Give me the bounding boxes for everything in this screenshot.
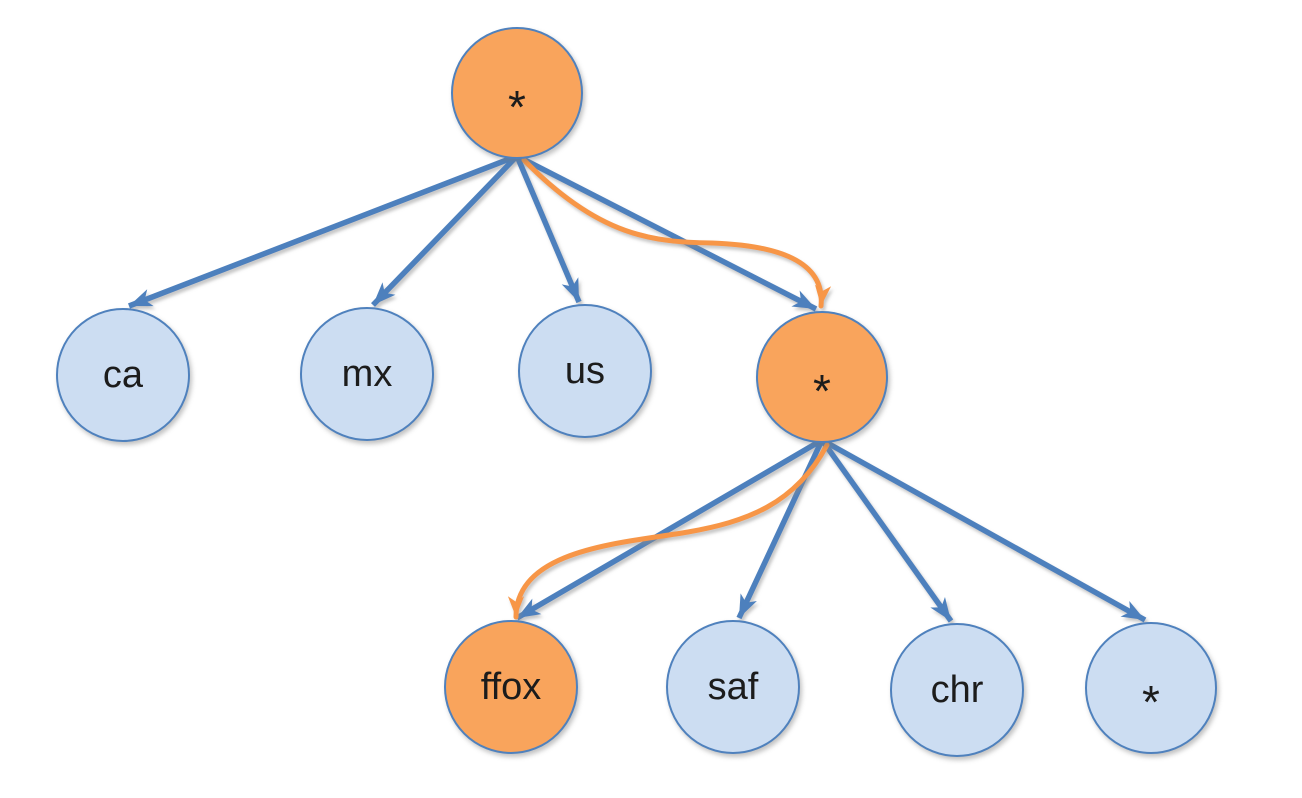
tree-edge-root-star2	[515, 153, 818, 312]
node-label-ffox: ffox	[480, 666, 542, 708]
tree-edge-root-mx	[371, 154, 519, 307]
tree-edge-star2-chr	[819, 438, 954, 623]
skip-edge-group	[507, 157, 832, 620]
node-us: us	[518, 304, 652, 438]
node-label-root: *	[508, 80, 526, 133]
skip-edge-root-star2	[521, 157, 832, 309]
node-label-chr: chr	[930, 669, 984, 711]
node-label-saf: saf	[707, 666, 759, 708]
tree-edge-root-us	[514, 154, 582, 304]
node-label-ca: ca	[102, 354, 144, 396]
node-ca: ca	[56, 308, 190, 442]
node-root: *	[451, 27, 583, 159]
tree-edge-star2-ffox	[515, 437, 824, 621]
skip-edge-star2-ffox	[507, 442, 830, 620]
node-label-us: us	[564, 350, 606, 392]
tree-edge-root-ca	[128, 153, 518, 309]
node-label-star2: *	[813, 364, 831, 417]
node-chr: chr	[890, 623, 1024, 757]
node-saf: saf	[666, 620, 800, 754]
node-star3: *	[1085, 622, 1217, 754]
node-ffox: ffox	[444, 620, 578, 754]
node-star2: *	[756, 311, 888, 443]
tree-edge-star2-star3	[820, 437, 1147, 623]
node-mx: mx	[300, 307, 434, 441]
node-label-mx: mx	[341, 353, 393, 395]
node-label-star3: *	[1142, 675, 1160, 728]
